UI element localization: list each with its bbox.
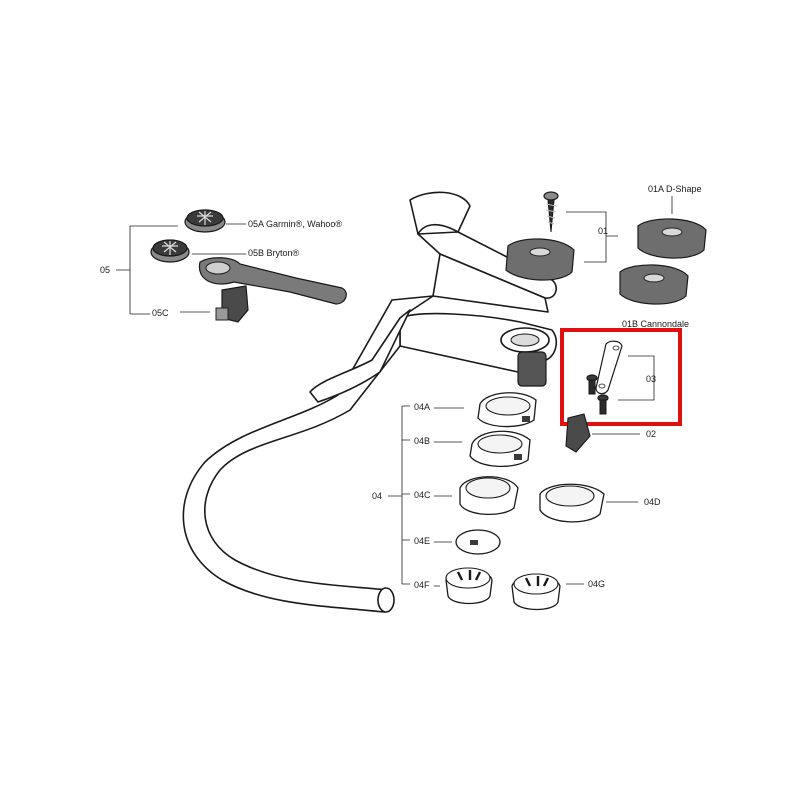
cover-04f <box>445 567 493 605</box>
cover-04g <box>511 573 561 611</box>
label-05b: 05B Bryton® <box>248 248 300 258</box>
label-01a: 01A D-Shape <box>648 184 702 194</box>
cover-group-04: 04 04A 04B 04C 04D 04E 04F 04G <box>372 392 661 611</box>
spacer-block <box>505 238 575 281</box>
mount-group-05: 05A Garmin®, Wahoo® 05B Bryton® 05 05C <box>100 209 347 323</box>
spacer-01a-d-shape <box>637 218 707 259</box>
spacer-bolt <box>543 191 559 233</box>
part-02: 02 <box>565 413 656 453</box>
label-04e: 04E <box>414 536 430 546</box>
cover-04a <box>477 392 537 428</box>
label-04c: 04C <box>414 490 431 500</box>
garmin-wahoo-adapter <box>184 209 226 233</box>
spacer-01b-cannondale <box>619 264 689 305</box>
label-04: 04 <box>372 491 382 501</box>
integrated-handlebar <box>182 191 558 613</box>
bolt-upper <box>586 374 598 395</box>
highlight-box <box>560 328 682 426</box>
label-03: 03 <box>646 374 656 384</box>
label-04b: 04B <box>414 436 430 446</box>
label-04g: 04G <box>588 579 605 589</box>
label-05a: 05A Garmin®, Wahoo® <box>248 219 342 229</box>
bolt-lower <box>597 394 609 415</box>
label-04d: 04D <box>644 497 661 507</box>
label-01b: 01B Cannondale <box>622 319 689 329</box>
label-04f: 04F <box>414 580 430 590</box>
computer-mount-arm <box>198 257 347 305</box>
mount-clamp <box>215 285 249 323</box>
cover-04b <box>469 430 531 468</box>
cover-04e <box>455 529 501 555</box>
label-05c: 05C <box>152 308 169 318</box>
spacer-group-01: 01 01A D-Shape 01B Cannondale <box>505 184 707 329</box>
label-02: 02 <box>646 429 656 439</box>
cover-04d <box>539 483 605 523</box>
cover-04c <box>459 476 519 516</box>
hardware-group-03: 03 <box>560 328 682 426</box>
bryton-adapter <box>150 239 190 263</box>
label-04a: 04A <box>414 402 430 412</box>
label-05: 05 <box>100 265 110 275</box>
label-01: 01 <box>598 226 608 236</box>
